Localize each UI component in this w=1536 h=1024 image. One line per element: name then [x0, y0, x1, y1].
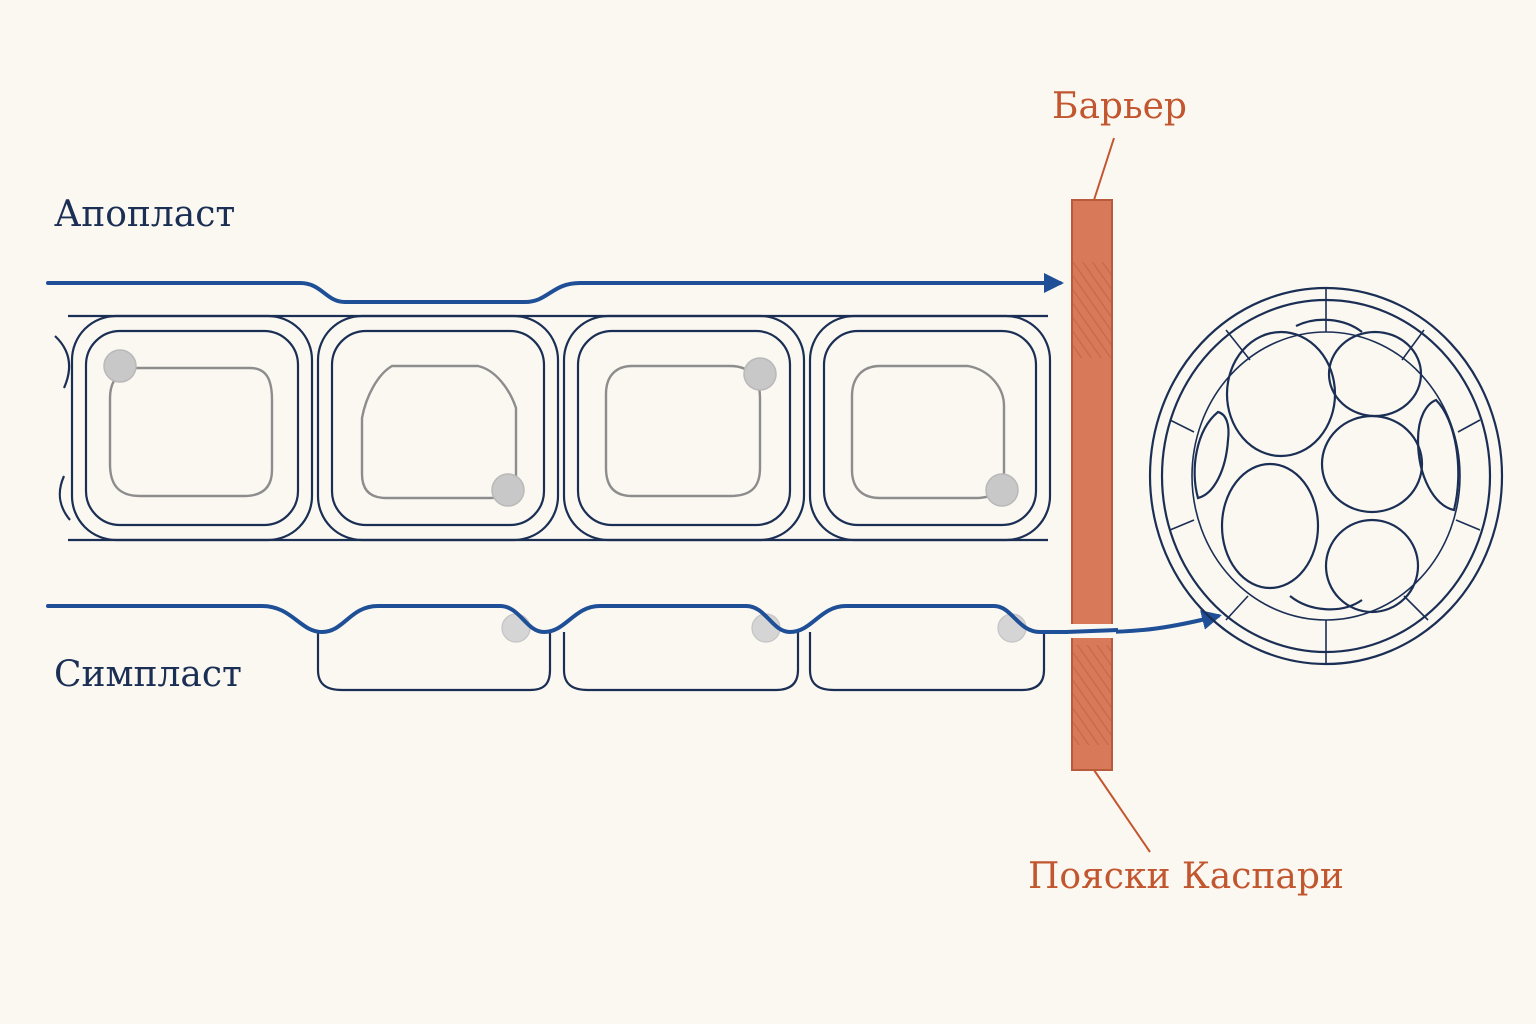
apoplast-arrow-icon [46, 273, 1064, 304]
xylem-vessel [1324, 518, 1420, 614]
symplast-arrow-icon [46, 604, 1222, 635]
vacuole [850, 364, 1006, 500]
nucleus [743, 357, 777, 391]
barrier-hatch-bottom [1072, 645, 1112, 745]
xylem-vessel [1225, 330, 1337, 458]
nucleus [491, 473, 525, 507]
apoplast-pathway [46, 273, 1064, 304]
pericycle-cell [1416, 398, 1460, 512]
barrier-hatch-top [1072, 262, 1112, 358]
xylem-vessel [1220, 462, 1320, 590]
stele [1148, 286, 1504, 666]
cortex-cell [70, 314, 314, 542]
symplast-cell-row [316, 613, 1046, 692]
pericycle-cell [1193, 410, 1230, 500]
symplast-label: Симпласт [54, 654, 242, 695]
endodermis-walls [1169, 288, 1481, 664]
barrier-leader-line [1093, 137, 1115, 201]
vacuole [108, 366, 274, 498]
symplast-cell [562, 632, 800, 692]
vacuole [604, 364, 762, 498]
casparian-strip-label: Пояски Каспари [1028, 856, 1344, 897]
apoplast-label: Апопласт [54, 194, 235, 235]
casparian-leader-line [1093, 769, 1151, 853]
xylem-vessel [1320, 414, 1424, 514]
cell-row-left-edge [54, 335, 71, 521]
symplast-through-gap [1065, 628, 1119, 634]
symplast-cell [316, 630, 552, 692]
plasmodesma [501, 613, 531, 643]
stele-outer-ring [1148, 286, 1504, 666]
cortex-cell [562, 314, 806, 542]
casparian-barrier [1065, 137, 1151, 853]
symplast-pathway [46, 604, 1222, 635]
nucleus [103, 349, 137, 383]
cortex-cell-row [54, 314, 1052, 542]
symplast-cell [808, 632, 1046, 692]
cortex-cell [808, 314, 1052, 542]
pericycle-cell [1289, 595, 1363, 611]
barrier-label: Барьер [1052, 86, 1187, 127]
pericycle-cell [1295, 318, 1363, 333]
nucleus [985, 473, 1019, 507]
vacuole [360, 364, 518, 500]
xylem-vessel [1327, 330, 1423, 418]
cortex-cell [316, 314, 560, 542]
stele-inner-ring [1160, 298, 1492, 654]
